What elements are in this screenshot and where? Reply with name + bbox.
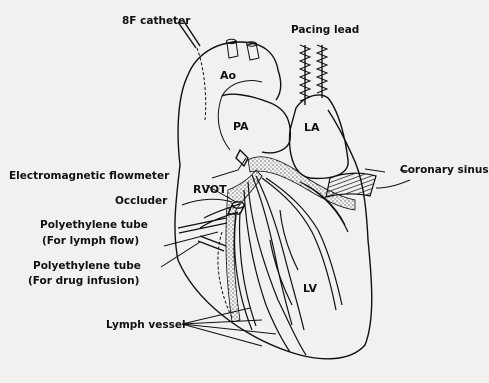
label-electromagnetic-flowmeter: Electromagnetic flowmeter (9, 170, 170, 182)
label-la: LA (304, 121, 320, 134)
label-coronary-sinus: Coronary sinus (400, 164, 489, 176)
left-atrium-outline (290, 95, 349, 178)
label-lv: LV (303, 282, 317, 295)
label-rvot: RVOT (193, 183, 227, 196)
label-ao: Ao (220, 69, 237, 82)
label-poly-tube-lymph-1: Polyethylene tube (40, 219, 148, 231)
poly-tube-lymph (178, 218, 227, 233)
label-lymph-vessel: Lymph vessel (106, 319, 186, 331)
coronary-sinus (326, 173, 376, 197)
pa-left-edge (218, 96, 230, 150)
label-poly-tube-lymph-2: (For lymph flow) (42, 235, 139, 247)
label-poly-tube-drug-1: Polyethylene tube (33, 260, 141, 272)
label-pacing-lead: Pacing lead (291, 24, 359, 36)
catheter (178, 20, 206, 120)
label-poly-tube-drug-2: (For drug infusion) (28, 275, 139, 287)
label-pa: PA (233, 120, 249, 133)
poly-tube-drug (198, 236, 226, 251)
label-occluder: Occluder (115, 195, 168, 207)
rvot-boundary (182, 199, 232, 205)
aorta-inner (222, 81, 262, 96)
label-8f-catheter: 8F catheter (122, 15, 191, 27)
aortic-branch-1 (227, 39, 239, 58)
